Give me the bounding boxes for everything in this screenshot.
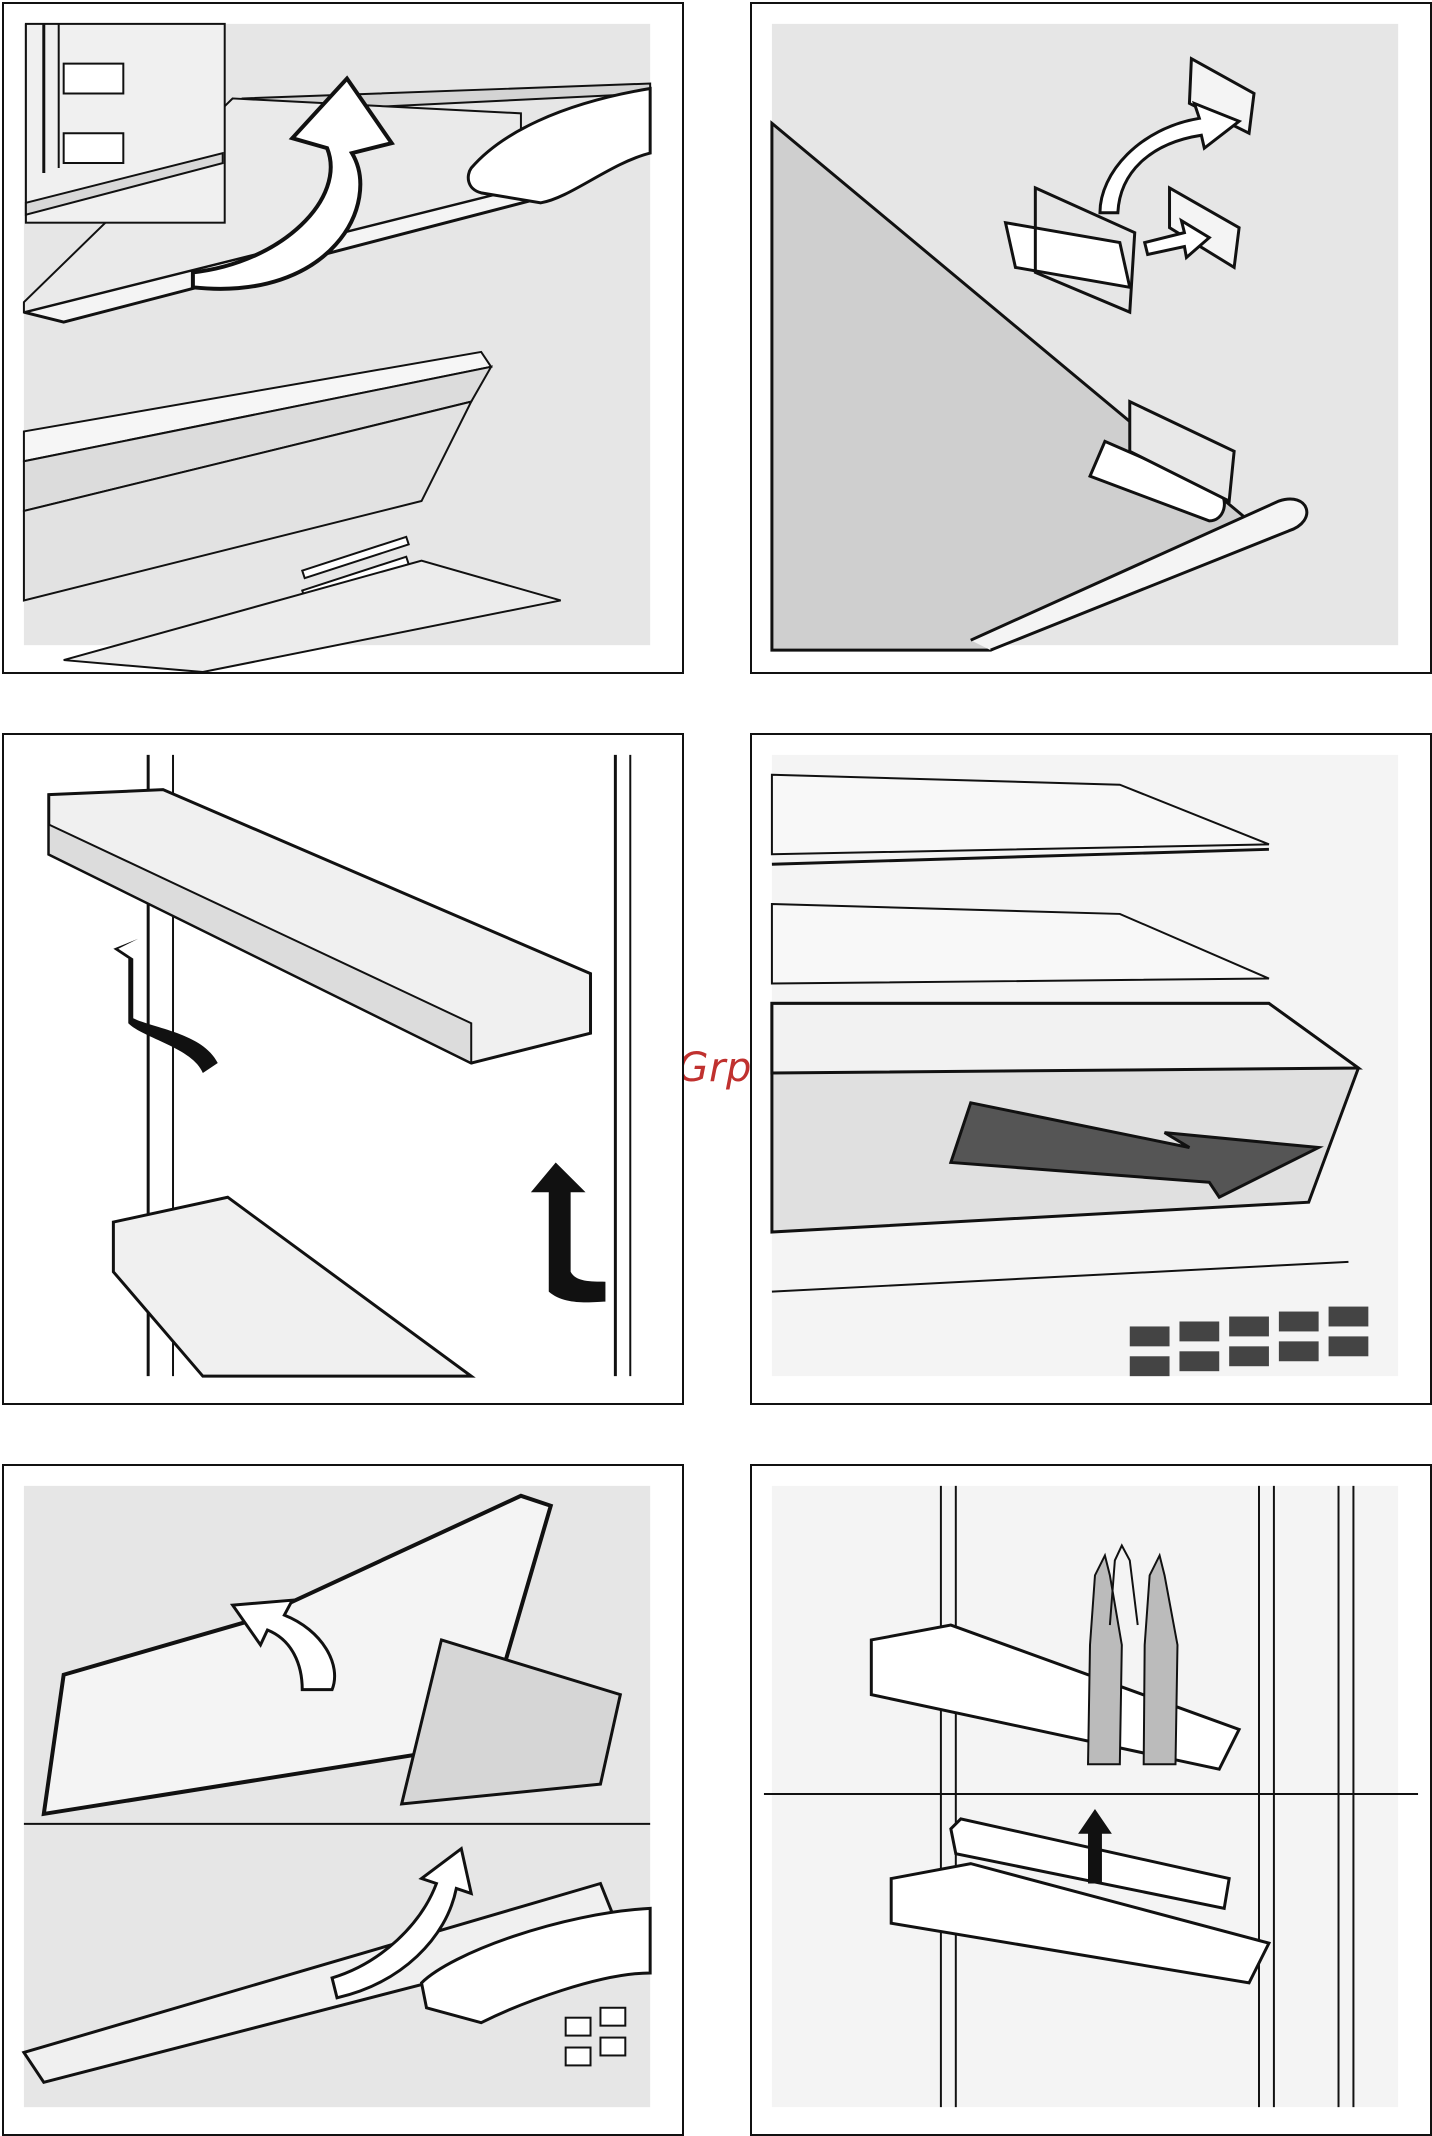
panel-shelf-support-clip [750,2,1432,674]
panel-crisper-drawer-pullout [750,733,1432,1405]
illustration-drawer-lid-removal [4,1466,682,2134]
inset-detail-icon [26,24,225,223]
panel-door-shelf-removal [2,733,684,1405]
panel-drawer-lid-removal [2,1464,684,2136]
illustration-door-shelf-removal [4,735,682,1403]
panel-bottle-holder-removal [750,1464,1432,2136]
illustration-bottle-holder-removal [752,1466,1430,2134]
illustration-shelf-support-clip [752,4,1430,672]
illustration-crisper-drawer-pullout [752,735,1430,1403]
illustration-remove-glass-shelf [4,4,682,672]
panel-remove-glass-shelf [2,2,684,674]
